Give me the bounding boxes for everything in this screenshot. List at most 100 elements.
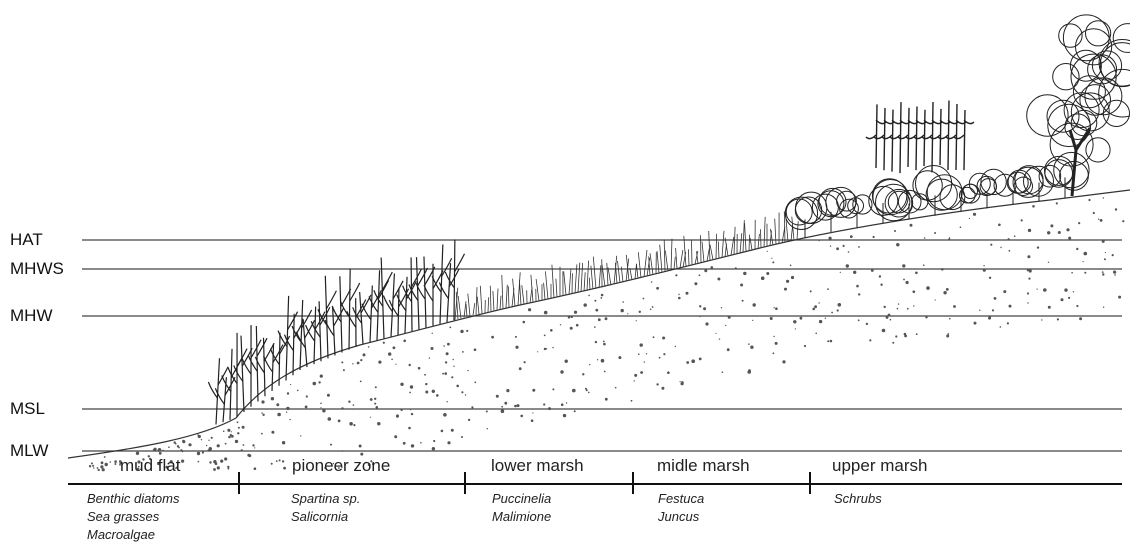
stipple-dot [704,269,707,272]
grass-blade [630,268,632,280]
stipple-dot [888,314,891,317]
stipple-dot [837,309,839,311]
stipple-dot [748,343,750,345]
stipple-dot [338,420,341,423]
stipple-dot [300,435,301,436]
stipple-dot [523,321,526,324]
stipple-dot [1066,228,1069,231]
stipple-dot [436,394,439,397]
stipple-dot [782,360,785,363]
stipple-dot [1027,302,1028,303]
stipple-dot [420,442,422,444]
stipple-dot [771,258,772,259]
stipple-dot [286,407,289,410]
stipple-dot [804,345,806,347]
stipple-dot [1050,224,1053,227]
stipple-dot [370,398,373,401]
stipple-dot [532,412,533,413]
stipple-dot [634,380,635,381]
grass-blade [508,286,509,307]
stipple-dot [1041,319,1042,320]
reed-leaf [234,365,243,381]
stipple-dot [466,330,468,332]
stipple-dot [651,281,653,283]
grass-blade [502,275,503,309]
grass-blade [718,242,719,259]
stipple-dot [279,459,281,461]
stipple-dot [342,450,344,452]
stipple-dot [348,401,350,403]
tall-reed-stem [964,110,965,170]
stipple-dot [98,469,100,471]
grass-blade [692,240,693,265]
stipple-dot [1084,252,1088,256]
stipple-dot [543,403,545,405]
stipple-dot [410,385,413,388]
stipple-dot [843,245,845,247]
tall-reed-stem [876,104,877,168]
stipple-dot [225,443,227,445]
stipple-dot [631,400,633,402]
stipple-dot [990,244,992,246]
stipple-dot [719,338,720,339]
grass-blade [758,234,759,249]
stipple-dot [1112,254,1114,256]
grass-blade [618,261,621,283]
stipple-dot [775,307,778,310]
grass-blade [488,297,489,312]
stipple-dot [159,452,162,455]
stipple-dot [615,387,617,389]
grass-blade [764,217,765,247]
stipple-dot [247,454,250,457]
stipple-dot [1028,229,1031,232]
stipple-dot [594,326,596,328]
stipple-dot [848,251,850,253]
stipple-dot [946,335,949,338]
stipple-dot [793,320,796,323]
stipple-dot [636,320,637,321]
stipple-dot [1102,271,1104,273]
stipple-dot [393,346,396,349]
stipple-dot [442,373,444,375]
grass-blade [473,303,475,315]
stipple-dot [1114,274,1116,276]
stipple-dot [297,390,299,392]
stipple-dot [447,441,450,444]
stipple-dot [433,440,435,442]
stipple-dot [261,412,263,414]
stipple-dot [506,389,509,392]
stipple-dot [228,468,230,470]
stipple-dot [396,414,399,417]
stipple-dot [915,272,918,275]
stipple-dot [871,269,874,272]
stipple-dot [544,335,546,337]
stipple-dot [235,440,238,443]
stipple-dot [446,401,447,402]
grass-blade [636,264,638,279]
stipple-dot [827,340,829,342]
stipple-dot [451,376,453,378]
grass-blade [734,227,735,255]
grass-blade [657,251,659,273]
stipple-dot [656,383,658,385]
stipple-dot [375,386,377,388]
stipple-dot [711,266,714,269]
reed-stem [454,239,455,320]
grass-blade [676,248,677,269]
stipple-dot [1088,199,1090,201]
reed-stem [325,276,328,359]
stipple-dot [520,415,523,418]
level-label-mhws: MHWS [10,259,64,279]
stipple-dot [360,359,362,361]
reed-stem [256,326,258,402]
stipple-dot [694,282,697,285]
stipple-dot [663,353,665,355]
stipple-dot [565,360,568,363]
grass-blade [468,294,470,316]
stipple-dot [904,335,907,338]
stipple-dot [496,395,499,398]
grass-blade [749,235,750,251]
species-item: Malimione [492,508,551,526]
reed-stem [447,263,451,322]
stipple-dot [443,345,445,347]
